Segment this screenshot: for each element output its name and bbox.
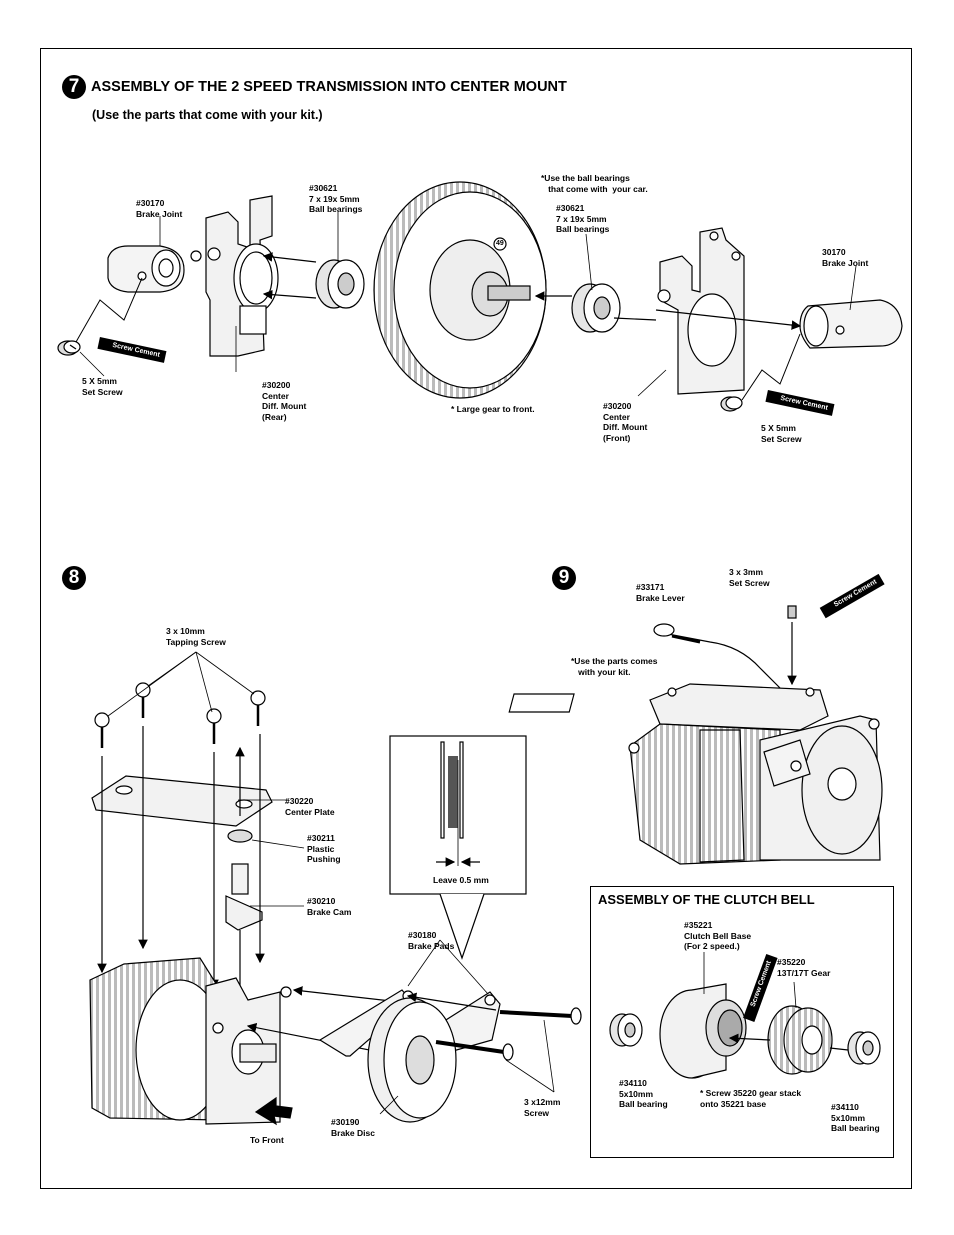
brake-joint-right-drawing <box>799 299 903 349</box>
label-brake-joint-right: 30170 Brake Joint <box>822 247 869 268</box>
screws-3x12-drawing <box>435 1007 582 1061</box>
assembled-transmission-drawing <box>508 683 883 865</box>
clutch-drawing <box>609 952 881 1079</box>
bearing-right-drawing <box>571 283 621 333</box>
label-screw-3x12: 3 x12mm Screw <box>524 1097 561 1118</box>
page-frame <box>40 48 912 1189</box>
label-brake-disc: #30190 Brake Disc <box>331 1117 375 1138</box>
diff-mount-rear-drawing <box>190 195 279 357</box>
tapping-screws-drawing <box>94 682 266 748</box>
step7-drawing <box>57 181 903 412</box>
gear-marking: 49 <box>496 240 504 247</box>
label-diff-mount-rear: #30200 Center Diff. Mount (Rear) <box>262 380 307 422</box>
clutch-bell-box <box>590 886 894 1158</box>
step9-number: 9 <box>552 566 576 590</box>
brake-joint-left-drawing <box>107 245 185 293</box>
label-set-screw-3x3: 3 x 3mm Set Screw <box>729 567 770 588</box>
label-clutch-bell-base: #35221 Clutch Bell Base (For 2 speed.) <box>684 920 752 951</box>
label-center-plate: #30220 Center Plate <box>285 796 335 817</box>
label-clutch-bearing-left: #34110 5x10mm Ball bearing <box>619 1078 668 1109</box>
label-brake-joint-left: #30170 Brake Joint <box>136 198 183 219</box>
brake-cam-drawing <box>225 829 263 931</box>
label-to-front: To Front <box>250 1135 284 1145</box>
set-screw-left-drawing <box>57 340 81 356</box>
step7-number: 7 <box>62 75 86 99</box>
set-screw-right-drawing <box>720 396 743 412</box>
spur-gear-drawing <box>373 181 547 399</box>
center-plate-drawing <box>91 775 273 827</box>
label-clutch-gear: #35220 13T/17T Gear <box>777 957 831 978</box>
transmission-assembly-drawing <box>89 957 292 1125</box>
bearing-left-drawing <box>315 259 365 309</box>
brake-lever-drawing <box>667 633 783 691</box>
label-brake-cam: #30210 Brake Cam <box>307 896 352 917</box>
label-brake-pads: #30180 Brake Pads <box>408 930 455 951</box>
step7-subtitle: (Use the parts that come with your kit.) <box>92 108 323 122</box>
label-brake-lever: #33171 Brake Lever <box>636 582 685 603</box>
label-set-screw-right: 5 X 5mm Set Screw <box>761 423 802 444</box>
clutch-bell-base-drawing <box>659 983 747 1079</box>
step9-drawing <box>508 605 883 865</box>
step8-drawing <box>89 651 582 1126</box>
label-clutch-bearing-right: #34110 5x10mm Ball bearing <box>831 1102 880 1133</box>
label-bearing-right: #30621 7 x 19x 5mm Ball bearings <box>556 203 610 234</box>
label-bearing-left: #30621 7 x 19x 5mm Ball bearings <box>309 183 363 214</box>
label-clutch-stack-note: * Screw 35220 gear stack onto 35221 base <box>700 1088 802 1109</box>
diff-mount-front-drawing <box>657 227 745 395</box>
clutch-title: ASSEMBLY OF THE CLUTCH BELL <box>598 892 815 907</box>
label-tapping-screw: 3 x 10mm Tapping Screw <box>166 626 226 647</box>
label-use-bearings-note: *Use the ball bearings that come with yo… <box>541 173 648 194</box>
label-diff-mount-front: #30200 Center Diff. Mount (Front) <box>603 401 648 443</box>
clutch-bearing-right-drawing <box>847 1031 881 1065</box>
label-large-gear-note: * Large gear to front. <box>451 404 535 414</box>
brake-disc-drawing <box>367 997 457 1123</box>
step8-number: 8 <box>62 566 86 590</box>
label-set-screw-left: 5 X 5mm Set Screw <box>82 376 123 397</box>
label-use-parts-note: *Use the parts comes with your kit. <box>571 656 658 677</box>
label-plastic-pushing: #30211 Plastic Pushing <box>307 833 341 864</box>
label-leave-gap: Leave 0.5 mm <box>433 875 489 885</box>
clutch-bearing-left-drawing <box>609 1013 643 1047</box>
step7-title: ASSEMBLY OF THE 2 SPEED TRANSMISSION INT… <box>91 79 567 95</box>
